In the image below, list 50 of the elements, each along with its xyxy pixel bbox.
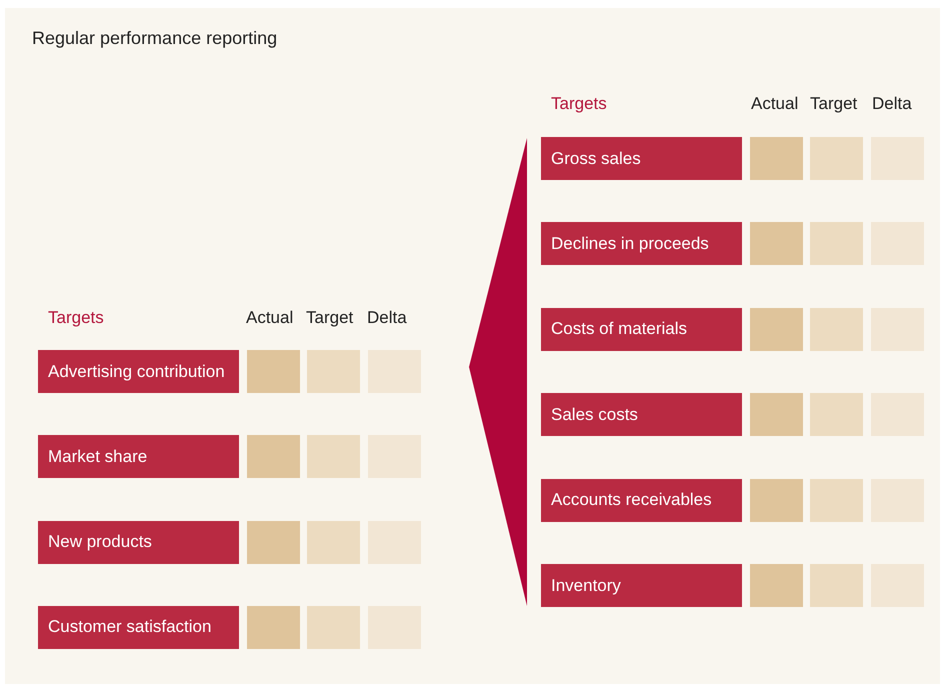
table-cell <box>810 393 863 436</box>
table-cell <box>871 222 924 266</box>
table-cell <box>247 350 300 393</box>
table-cell <box>307 435 360 478</box>
table-cell <box>750 393 803 436</box>
table-cell <box>368 350 421 393</box>
column-header: Delta <box>872 94 912 114</box>
target-box: Declines in proceeds <box>541 222 742 266</box>
table-cell <box>810 564 863 607</box>
table-cell <box>810 478 863 522</box>
table-cell <box>368 606 421 649</box>
column-header: Target <box>306 308 354 328</box>
target-box: Sales costs <box>541 393 742 436</box>
table-cell <box>247 606 300 649</box>
table-cell <box>368 435 421 478</box>
table-cell <box>871 308 924 351</box>
table-cell <box>247 520 300 564</box>
table-cell <box>247 435 300 478</box>
table-cell <box>368 520 421 564</box>
table-cell <box>871 564 924 607</box>
table-cell <box>750 222 803 266</box>
table-cell <box>307 350 360 393</box>
target-box: Gross sales <box>541 137 742 180</box>
column-header: Actual <box>246 308 294 328</box>
expansion-wedge <box>469 138 527 606</box>
table-cell <box>871 393 924 436</box>
column-header: Targets <box>551 94 607 114</box>
table-cell <box>750 564 803 607</box>
column-header: Delta <box>367 308 407 328</box>
table-cell <box>810 222 863 266</box>
column-header: Target <box>810 94 858 114</box>
target-box: Costs of materials <box>541 308 742 351</box>
target-box: Advertising contribution <box>38 350 239 393</box>
target-box: Accounts receivables <box>541 478 742 522</box>
title: Regular performance reporting <box>32 28 278 49</box>
table-cell <box>871 137 924 180</box>
table-cell <box>307 520 360 564</box>
table-cell <box>307 606 360 649</box>
table-cell <box>750 478 803 522</box>
table-cell <box>810 308 863 351</box>
table-cell <box>750 137 803 180</box>
table-cell <box>810 137 863 180</box>
target-box: Customer satisfaction <box>38 606 239 649</box>
target-box: Market share <box>38 435 239 478</box>
column-header: Actual <box>751 94 798 114</box>
column-header: Targets <box>48 308 104 328</box>
table-cell <box>750 308 803 351</box>
table-cell <box>871 478 924 522</box>
target-box: Inventory <box>541 564 742 607</box>
target-box: New products <box>38 520 239 564</box>
